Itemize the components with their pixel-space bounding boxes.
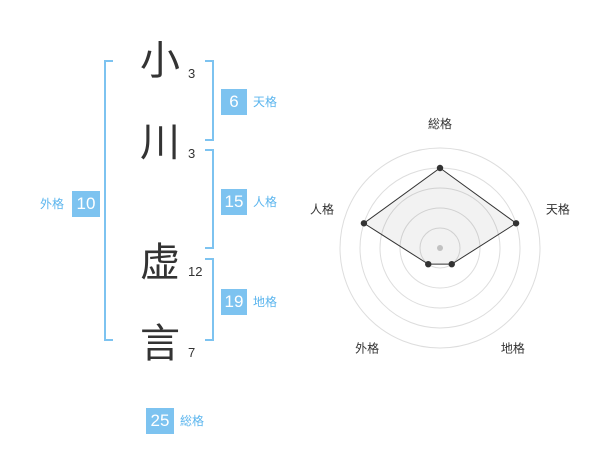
soukaku-label: 総格 [180, 414, 205, 428]
soukaku-value: 25 [146, 408, 174, 434]
radar-point-4 [425, 260, 432, 268]
radar-point-5 [360, 220, 368, 227]
chikaku-bracket [205, 258, 214, 341]
radar-center-dot [437, 245, 443, 251]
radar-data-polygon [363, 167, 517, 265]
jinkaku-label: 人格 [253, 195, 278, 209]
radar-grid [339, 147, 541, 349]
stroke-count-4: 7 [188, 345, 196, 360]
radar-point-2 [512, 220, 520, 227]
gaikaku-value: 10 [72, 191, 100, 217]
jinkaku-value: 15 [221, 189, 247, 215]
stroke-count-3: 12 [188, 264, 203, 279]
name-char-4: 言 [140, 321, 180, 367]
radar-point-1 [436, 164, 444, 172]
tenkaku-label: 天格 [253, 95, 278, 109]
name-char-3: 虚 [140, 240, 180, 286]
name-char-2: 川 [140, 120, 180, 166]
radar-ring-1 [419, 227, 461, 269]
gaikaku-label: 外格 [40, 197, 65, 211]
radar-ring-2 [399, 207, 481, 289]
radar-ring-3 [379, 187, 501, 309]
radar-point-3 [448, 260, 455, 268]
name-char-1: 小 [140, 38, 180, 84]
radar-axis-label-2: 天格 [546, 202, 570, 217]
chikaku-value: 19 [221, 289, 247, 315]
stroke-count-1: 3 [188, 66, 196, 81]
radar-axis-label-3: 地格 [501, 340, 525, 355]
jinkaku-bracket [205, 149, 214, 249]
gaikaku-bracket [104, 60, 113, 341]
chikaku-label: 地格 [253, 295, 278, 309]
radar-axis-label-5: 人格 [310, 202, 334, 217]
radar-axis-label-4: 外格 [355, 340, 379, 355]
tenkaku-bracket [205, 60, 214, 141]
radar-points [360, 164, 520, 268]
stroke-count-2: 3 [188, 146, 196, 161]
tenkaku-value: 6 [221, 89, 247, 115]
radar-axis-label-1: 総格 [428, 116, 452, 131]
